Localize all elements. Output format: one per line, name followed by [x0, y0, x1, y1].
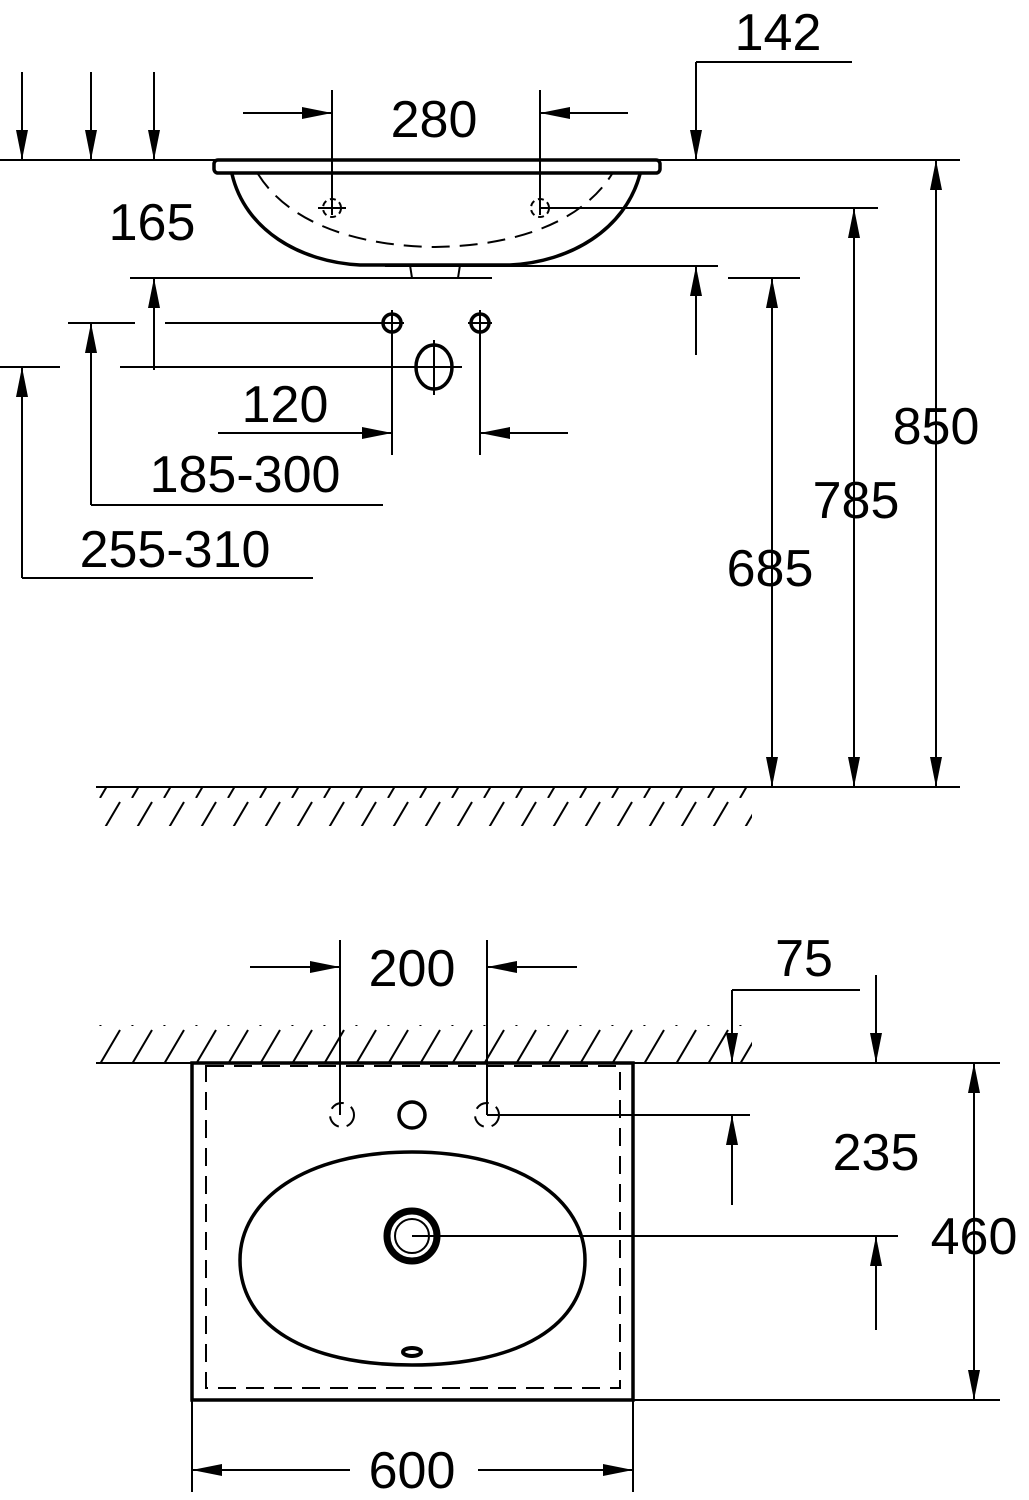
dim-tap-hole-height: 785 [813, 472, 900, 530]
basin-inner-dashed [205, 1065, 621, 1389]
wall-hatching [96, 1025, 1000, 1064]
tap-hole-center-icon [397, 1100, 427, 1130]
dim-wall-connection-spacing: 120 [242, 376, 329, 434]
dim-supply-height-range: 185-300 [150, 446, 341, 504]
basin-side-profile [212, 158, 662, 279]
dim-waste-height-range: 255-310 [80, 521, 271, 579]
tap-hole-left-icon [329, 1102, 355, 1128]
basin-outline [190, 1061, 635, 1402]
dim-tap-hole-spacing-top: 200 [369, 940, 456, 998]
dim-overall-height: 850 [893, 398, 980, 456]
side-view: 280 142 165 120 185-300 255- [0, 4, 979, 826]
load-arrows [16, 72, 160, 160]
waste-connection-icon [405, 340, 462, 395]
bowl-outline [238, 1150, 587, 1367]
dim-basin-bottom-height: 685 [727, 540, 814, 598]
dim-width: 600 [369, 1442, 456, 1500]
dim-tap-hole-spacing-side: 280 [391, 91, 478, 149]
top-view: 200 75 235 460 600 [96, 930, 1017, 1500]
overflow-icon [401, 1346, 423, 1358]
dim-basin-depth: 165 [109, 194, 196, 252]
dim-depth: 460 [931, 1208, 1018, 1266]
floor-hatching [96, 786, 960, 826]
dim-tap-offset: 142 [735, 4, 822, 62]
dim-wall-to-tap-offset: 75 [775, 930, 833, 988]
dim-tap-to-drain: 235 [833, 1124, 920, 1182]
